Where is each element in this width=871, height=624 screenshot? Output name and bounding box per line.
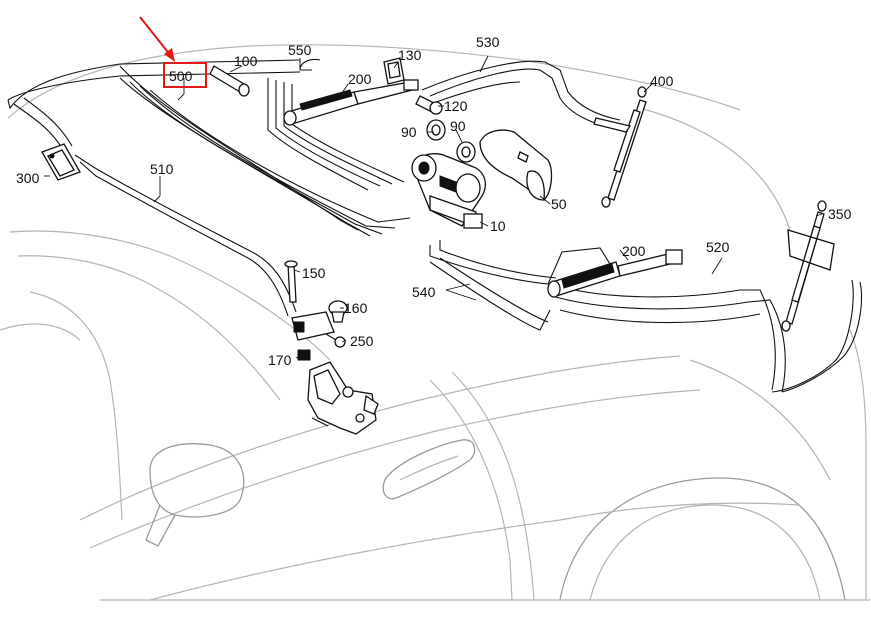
label-170[interactable]: 170 xyxy=(268,352,292,368)
part-350-strut[interactable] xyxy=(781,200,835,332)
label-250[interactable]: 250 xyxy=(350,333,374,349)
part-150-pin[interactable] xyxy=(284,260,298,303)
car-body-outline xyxy=(0,44,870,601)
label-200-right[interactable]: 200 xyxy=(622,243,646,259)
components xyxy=(41,57,835,435)
label-160[interactable]: 160 xyxy=(344,300,368,316)
label-500[interactable]: 500 xyxy=(169,68,193,84)
label-510[interactable]: 510 xyxy=(150,161,174,177)
part-170-clip[interactable] xyxy=(297,349,311,361)
label-10[interactable]: 10 xyxy=(490,218,506,234)
label-540[interactable]: 540 xyxy=(412,284,436,300)
highlight-arrow-head xyxy=(164,48,175,62)
part-200-cylinder-top[interactable] xyxy=(283,79,419,126)
part-10-pump-unit[interactable] xyxy=(411,153,487,229)
label-530[interactable]: 530 xyxy=(476,34,500,50)
part-130-bracket[interactable] xyxy=(383,57,405,85)
hydraulic-pipes xyxy=(7,58,862,393)
highlight-annotation xyxy=(139,16,207,88)
highlight-arrow xyxy=(139,16,172,57)
highlight-box-500 xyxy=(163,62,207,88)
leader-lines xyxy=(44,55,823,359)
part-200-cylinder-right[interactable] xyxy=(547,249,683,298)
label-300[interactable]: 300 xyxy=(16,170,40,186)
part-labels: 500 100 550 130 200 530 400 120 90 90 50… xyxy=(16,34,852,368)
label-90-b[interactable]: 90 xyxy=(450,118,466,134)
label-550[interactable]: 550 xyxy=(288,42,312,58)
part-250-block[interactable] xyxy=(291,311,346,348)
label-120[interactable]: 120 xyxy=(444,98,468,114)
label-350[interactable]: 350 xyxy=(828,206,852,222)
label-200-top[interactable]: 200 xyxy=(348,71,372,87)
label-520[interactable]: 520 xyxy=(706,239,730,255)
part-400-strut[interactable] xyxy=(593,86,647,208)
part-160-cap[interactable] xyxy=(328,300,348,323)
label-130[interactable]: 130 xyxy=(398,47,422,63)
part-90-clamp-b[interactable] xyxy=(456,141,476,163)
part-300-bracket[interactable] xyxy=(41,143,81,181)
label-150[interactable]: 150 xyxy=(302,265,326,281)
label-400[interactable]: 400 xyxy=(650,73,674,89)
label-100[interactable]: 100 xyxy=(234,53,258,69)
part-50-cover[interactable] xyxy=(479,129,553,201)
label-90-a[interactable]: 90 xyxy=(401,124,417,140)
hinge-mechanism[interactable] xyxy=(307,361,379,435)
part-120-pin[interactable] xyxy=(415,95,443,115)
part-100-pin[interactable] xyxy=(209,65,250,97)
part-90-clamp-a[interactable] xyxy=(426,119,446,141)
label-50[interactable]: 50 xyxy=(551,196,567,212)
